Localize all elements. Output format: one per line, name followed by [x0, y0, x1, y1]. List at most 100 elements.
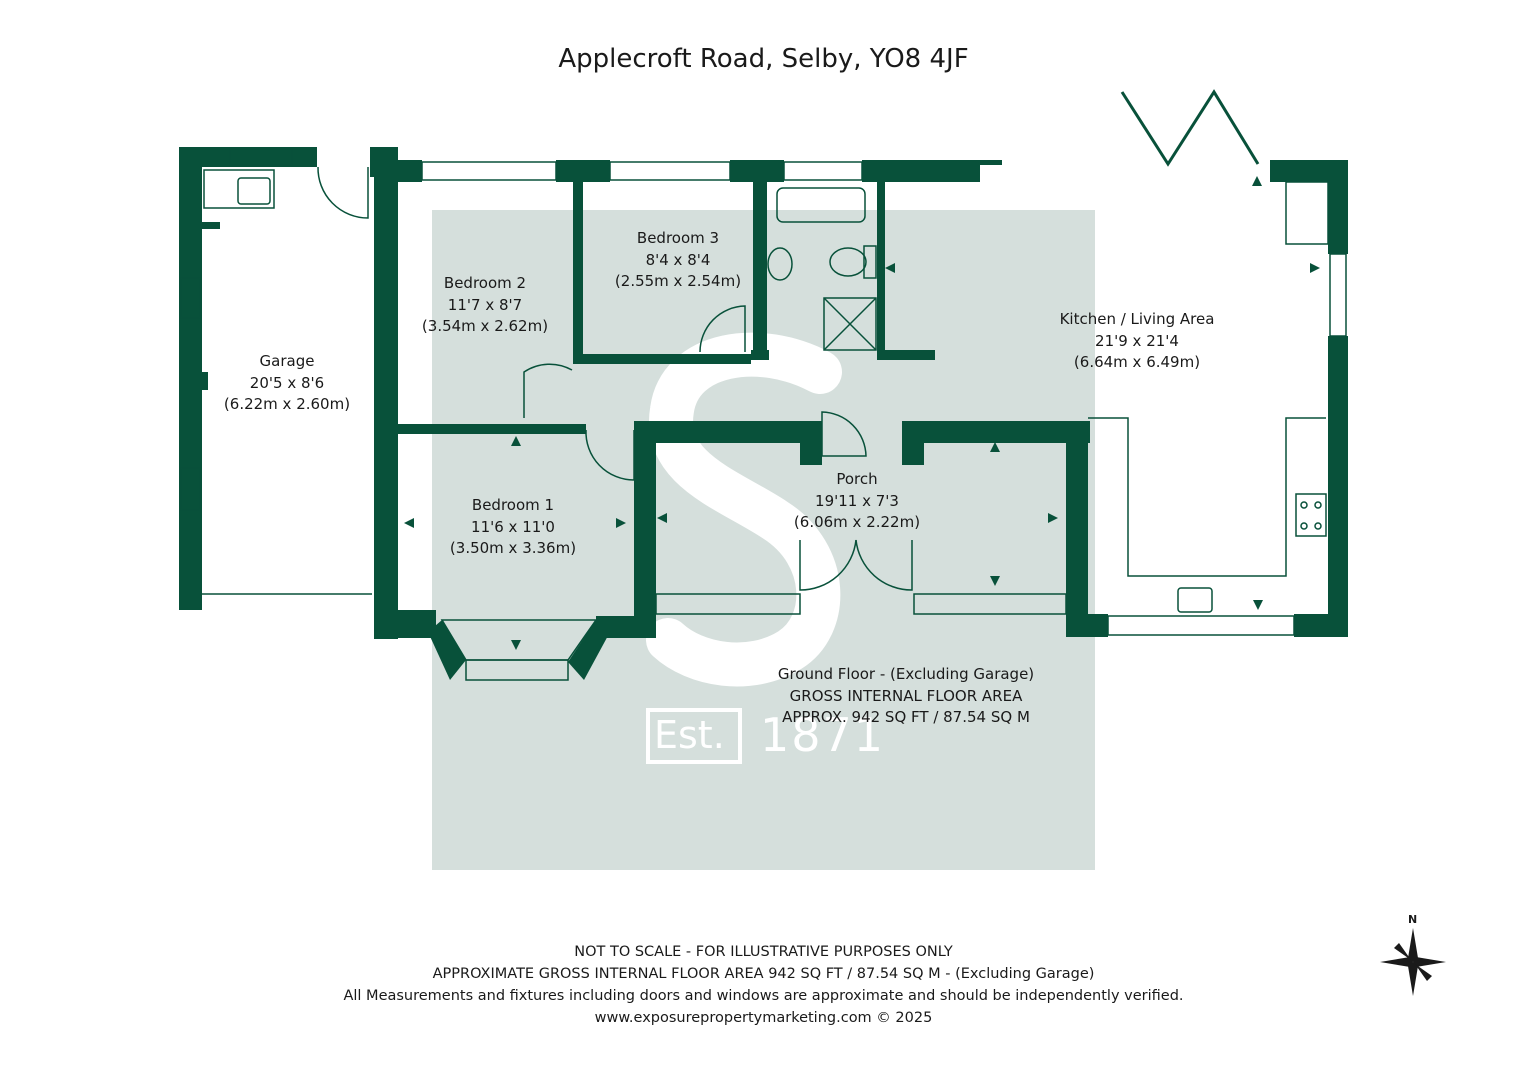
- room-metric: (6.06m x 2.22m): [793, 513, 921, 531]
- room-name: Porch: [836, 470, 878, 488]
- entry-markers: [404, 176, 1320, 650]
- window: [783, 161, 863, 181]
- window: [1107, 615, 1295, 636]
- watermark-s-logo: [646, 332, 842, 687]
- wall: [179, 147, 202, 610]
- page-title: Applecroft Road, Selby, YO8 4JF: [558, 44, 969, 74]
- window: [229, 148, 293, 166]
- window: [180, 277, 201, 319]
- window: [655, 593, 801, 615]
- door-swing: [585, 429, 635, 481]
- wall: [862, 160, 980, 182]
- footer-line: NOT TO SCALE - FOR ILLUSTRATIVE PURPOSES…: [574, 944, 953, 960]
- room-name: Bedroom 2: [443, 274, 527, 292]
- wall: [800, 421, 822, 465]
- wall: [374, 160, 422, 182]
- wall: [960, 160, 1002, 165]
- room-metric: (6.22m x 2.60m): [223, 395, 351, 413]
- room-name: Garage: [259, 352, 315, 370]
- wall: [753, 178, 767, 360]
- wall: [376, 610, 436, 638]
- door-swing: [523, 363, 573, 418]
- wall: [573, 354, 751, 364]
- door-swing: [699, 305, 746, 353]
- garage-sink-bowl: [237, 177, 271, 205]
- door-swing: [855, 539, 913, 591]
- garage-sink: [203, 169, 275, 209]
- room-label-bedroom-2: Bedroom 2 11'7 x 8'7 (3.54m x 2.62m): [422, 273, 548, 338]
- compass-north-label: N: [1408, 913, 1418, 926]
- door-swing: [799, 539, 857, 591]
- footer-disclaimer: NOT TO SCALE - FOR ILLUSTRATIVE PURPOSES…: [0, 941, 1527, 1029]
- wall: [198, 222, 220, 229]
- room-name: Kitchen / Living Area: [1059, 310, 1215, 328]
- wall: [573, 178, 583, 364]
- hob: [1295, 493, 1327, 537]
- door-swing: [821, 411, 867, 457]
- room-label-bedroom-1: Bedroom 1 11'6 x 11'0 (3.50m x 3.36m): [450, 495, 576, 560]
- footer-line: All Measurements and fixtures including …: [343, 988, 1184, 1004]
- room-label-porch: Porch 19'11 x 7'3 (6.06m x 2.22m): [794, 469, 920, 534]
- floor-area-summary: Ground Floor - (Excluding Garage) GROSS …: [778, 664, 1034, 729]
- room-metric: (3.50m x 3.36m): [449, 539, 577, 557]
- window: [465, 659, 569, 681]
- bath: [776, 187, 866, 223]
- wall: [179, 147, 317, 167]
- room-metric: (2.55m x 2.54m): [614, 272, 742, 290]
- window: [421, 161, 557, 181]
- wall: [634, 421, 822, 443]
- room-label-bedroom-3: Bedroom 3 8'4 x 8'4 (2.55m x 2.54m): [615, 228, 741, 293]
- washbasin: [767, 247, 793, 281]
- room-imperial: 11'7 x 8'7: [447, 295, 523, 314]
- wall: [428, 620, 466, 680]
- logo-badge-text: Est.: [654, 713, 725, 757]
- room-metric: (6.64m x 6.49m): [1073, 353, 1201, 371]
- window: [1329, 253, 1347, 337]
- footer-website-link[interactable]: www.exposurepropertymarketing.com © 2025: [594, 1010, 933, 1026]
- footer-line: APPROXIMATE GROSS INTERNAL FLOOR AREA 94…: [432, 966, 1095, 982]
- kitchen-island: [1088, 417, 1326, 577]
- room-imperial: 19'11 x 7'3: [815, 491, 899, 510]
- bifold-door: [1120, 89, 1260, 167]
- window: [609, 161, 731, 181]
- window: [913, 593, 1067, 615]
- window: [180, 467, 201, 511]
- fridge-unit: [1285, 181, 1329, 245]
- floor-area-line: APPROX. 942 SQ FT / 87.54 SQ M: [782, 708, 1030, 726]
- door-swing: [317, 166, 369, 219]
- room-name: Bedroom 3: [636, 229, 720, 247]
- logo-year-text: 1871: [760, 708, 886, 762]
- wall: [198, 372, 208, 390]
- wall: [902, 421, 1090, 443]
- est-badge-box: [646, 708, 742, 764]
- wall: [396, 424, 586, 434]
- wall: [1294, 614, 1348, 637]
- wall: [730, 160, 784, 182]
- room-label-kitchen: Kitchen / Living Area 21'9 x 21'4 (6.64m…: [1060, 309, 1215, 374]
- room-imperial: 21'9 x 21'4: [1095, 331, 1179, 350]
- room-imperial: 20'5 x 8'6: [249, 373, 325, 392]
- wall: [374, 147, 398, 639]
- wall: [634, 480, 656, 638]
- wall: [1066, 614, 1108, 637]
- fixtures: [180, 89, 1347, 681]
- shower-diag: [823, 297, 877, 351]
- kitchen-sink: [1177, 587, 1213, 613]
- shower: [823, 297, 877, 351]
- room-metric: (3.54m x 2.62m): [421, 317, 549, 335]
- room-imperial: 8'4 x 8'4: [645, 250, 711, 269]
- wall: [568, 620, 610, 680]
- wall: [877, 178, 885, 360]
- wall: [1328, 160, 1348, 254]
- wall: [1328, 336, 1348, 636]
- room-name: Bedroom 1: [471, 496, 555, 514]
- wall: [751, 350, 769, 360]
- wall: [556, 160, 610, 182]
- room-imperial: 11'6 x 11'0: [471, 517, 555, 536]
- floor-area-line: GROSS INTERNAL FLOOR AREA: [789, 686, 1023, 705]
- walls: [179, 147, 1348, 680]
- wall: [885, 350, 935, 360]
- wall: [1066, 421, 1088, 637]
- compass-icon: [1380, 928, 1446, 996]
